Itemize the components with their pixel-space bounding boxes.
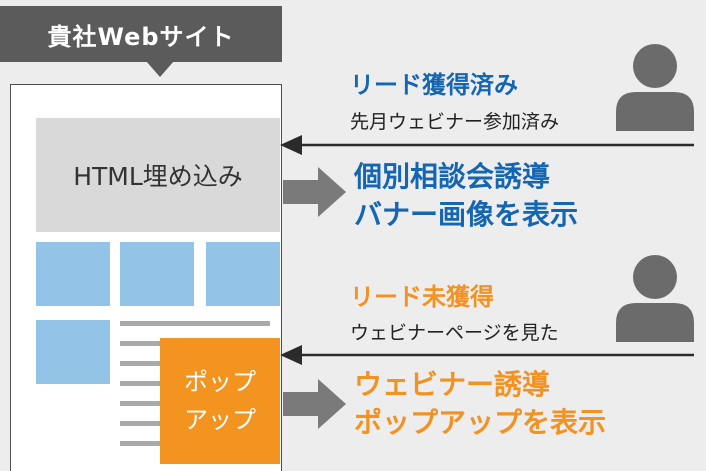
arrow-left-icon: [280, 345, 694, 365]
text-line: [120, 321, 270, 326]
site-title-pointer: [146, 61, 174, 77]
html-embed-area: HTML埋め込み: [36, 118, 280, 232]
text-line: [120, 361, 160, 366]
html-embed-label: HTML埋め込み: [73, 162, 243, 191]
lead-acquired-description: 先月ウェビナー参加済み: [350, 111, 560, 133]
content-tile: [36, 320, 110, 384]
content-tile: [206, 242, 280, 306]
text-line: [120, 421, 160, 426]
content-tile: [120, 242, 194, 306]
popup-label-line2: アップ: [184, 406, 256, 434]
site-title: 貴社Webサイト: [0, 6, 282, 62]
lead-acquired-result-line1: 個別相談会誘導: [354, 160, 551, 193]
person-icon: [616, 44, 694, 131]
popup-box: ポップ アップ: [160, 338, 280, 464]
text-line: [120, 381, 160, 386]
lead-acquired-heading: リード獲得済み: [350, 71, 518, 99]
popup-label-line1: ポップ: [184, 368, 256, 396]
arrow-right-icon: [283, 379, 346, 429]
lead-not-acquired-result-line1: ウェビナー誘導: [354, 368, 551, 401]
lead-acquired-result: 個別相談会誘導 バナー画像を表示: [354, 158, 578, 234]
arrow-left-icon: [280, 135, 694, 155]
lead-not-acquired-result: ウェビナー誘導 ポップアップを表示: [354, 366, 606, 442]
arrow-right-icon: [283, 167, 346, 217]
lead-not-acquired-heading: リード未獲得: [350, 283, 494, 311]
site-title-label: 貴社Webサイト: [47, 22, 235, 51]
text-line: [120, 401, 160, 406]
lead-not-acquired-result-line2: ポップアップを表示: [354, 406, 607, 439]
lead-not-acquired-description: ウェビナーページを見た: [350, 322, 559, 344]
lead-acquired-result-line2: バナー画像を表示: [354, 198, 579, 231]
person-icon: [616, 255, 694, 342]
content-tile: [36, 242, 110, 306]
text-line: [120, 441, 160, 446]
text-line: [120, 341, 160, 346]
